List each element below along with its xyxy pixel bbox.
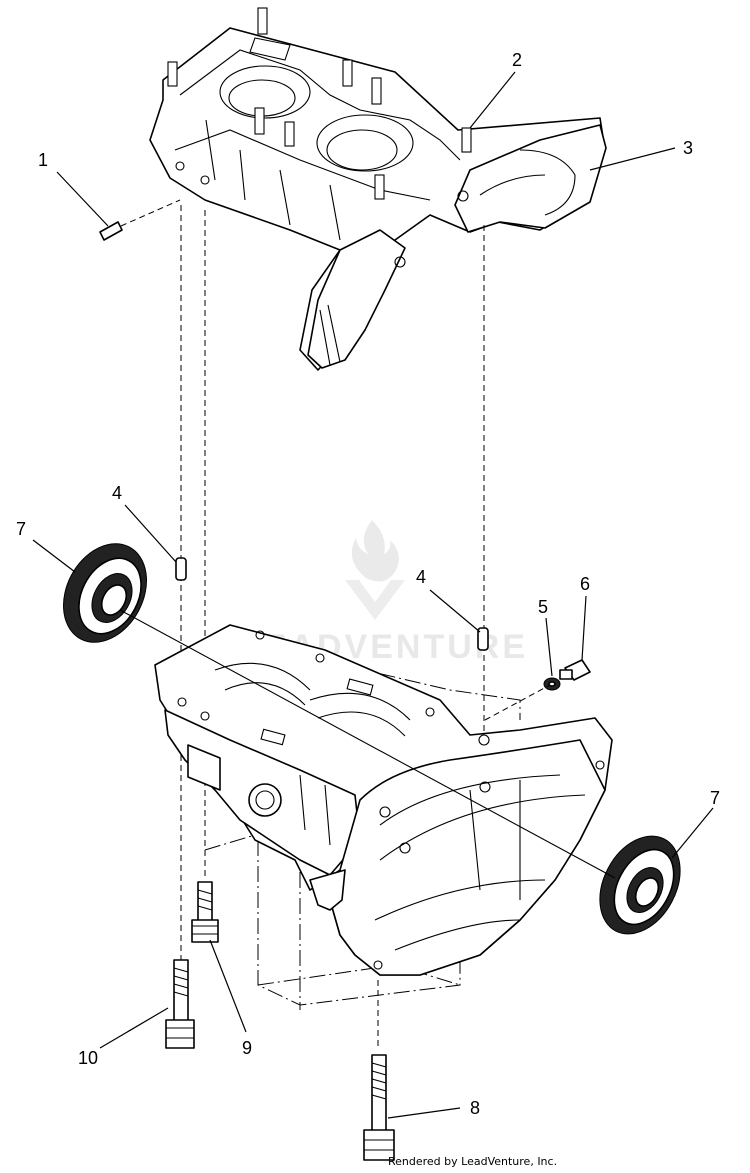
callout-3: 3 <box>683 138 693 158</box>
part-1-pin <box>99 199 181 241</box>
part-7-seal-left <box>63 543 147 643</box>
callout-10: 10 <box>78 1048 98 1068</box>
callout-4-right: 4 <box>416 567 426 587</box>
callout-2: 2 <box>512 50 522 70</box>
assembly-centerlines <box>180 205 485 1050</box>
lower-crankcase <box>154 624 613 976</box>
part-8-bolt <box>363 1054 395 1161</box>
leader-lines <box>32 71 714 1119</box>
crank-axis-line <box>119 609 616 879</box>
callout-1: 1 <box>38 150 48 170</box>
part-9-bolt <box>191 881 219 943</box>
upper-crankcase <box>149 7 607 371</box>
callout-labels: 1 2 3 4 4 5 6 7 7 8 9 10 <box>16 50 720 1118</box>
part-6-screw <box>559 659 591 681</box>
part-5-washer <box>543 677 561 691</box>
callout-5: 5 <box>538 597 548 617</box>
callout-4-left: 4 <box>112 483 122 503</box>
callout-7-left: 7 <box>16 519 26 539</box>
part-4-dowels <box>175 557 489 651</box>
part-10-bolt <box>165 959 195 1049</box>
callout-9: 9 <box>242 1038 252 1058</box>
callout-8: 8 <box>470 1098 480 1118</box>
part-7-seal-right <box>599 835 681 935</box>
callout-6: 6 <box>580 574 590 594</box>
footer-credit: Rendered by LeadVenture, Inc. <box>388 1155 558 1168</box>
callout-7-right: 7 <box>710 788 720 808</box>
